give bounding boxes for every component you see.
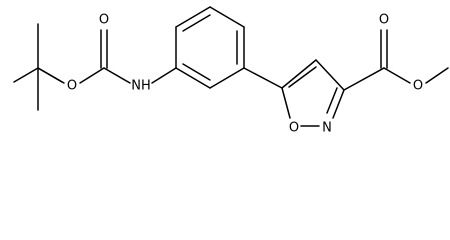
boc-carbamate-group <box>37 29 177 84</box>
atom-o-carbamate-carbonyl: O <box>99 13 109 28</box>
bond-isoxazole-c4-c3 <box>315 59 345 91</box>
atom-o-isoxazole: O <box>289 121 299 136</box>
isoxazole-ring <box>281 59 345 127</box>
atom-o-ester-carbonyl: O <box>379 13 389 28</box>
atom-labels: O O NH O N O O <box>67 13 423 136</box>
bond-benzene-to-isoxazole <box>243 67 283 89</box>
bond-isoxazole-c5-c4-inner <box>288 66 317 88</box>
methyl-ester-group <box>343 29 449 91</box>
bond-isoxazole-c5-c4 <box>281 59 317 89</box>
bond-isoxazole-o-c5 <box>281 87 291 119</box>
bond-nh-to-ring <box>151 67 177 84</box>
bond-o-to-methyl <box>425 67 449 84</box>
bond-carbonyl-c-to-nh <box>103 67 131 84</box>
bond-benzene-3 <box>209 6 245 28</box>
bond-ester-c-to-o <box>383 67 411 84</box>
bond-tbu-to-o <box>37 67 65 84</box>
bond-benzene-inner-c <box>182 63 211 81</box>
atom-n-isoxazole: N <box>322 121 332 136</box>
bond-tbu-methyl-left <box>13 67 39 83</box>
bond-benzene-2 <box>175 6 211 28</box>
bond-c3-to-ester-c <box>343 67 385 91</box>
bond-benzene-inner-a <box>182 14 211 32</box>
bond-isoxazole-c3-n <box>332 89 345 119</box>
atom-o-carbamate-ester: O <box>67 79 77 94</box>
benzene-ring <box>175 6 245 89</box>
atom-o-ester-single: O <box>413 79 423 94</box>
bond-benzene-6 <box>175 67 211 89</box>
bond-benzene-5 <box>209 67 245 89</box>
bond-isoxazole-c3-n-inner <box>326 87 338 114</box>
atom-nh: NH <box>131 79 151 94</box>
chemical-structure-diagram: O O NH O N O O <box>13 6 449 136</box>
bond-o-to-carbonyl-c <box>79 67 105 84</box>
tert-butyl-group <box>13 23 63 111</box>
